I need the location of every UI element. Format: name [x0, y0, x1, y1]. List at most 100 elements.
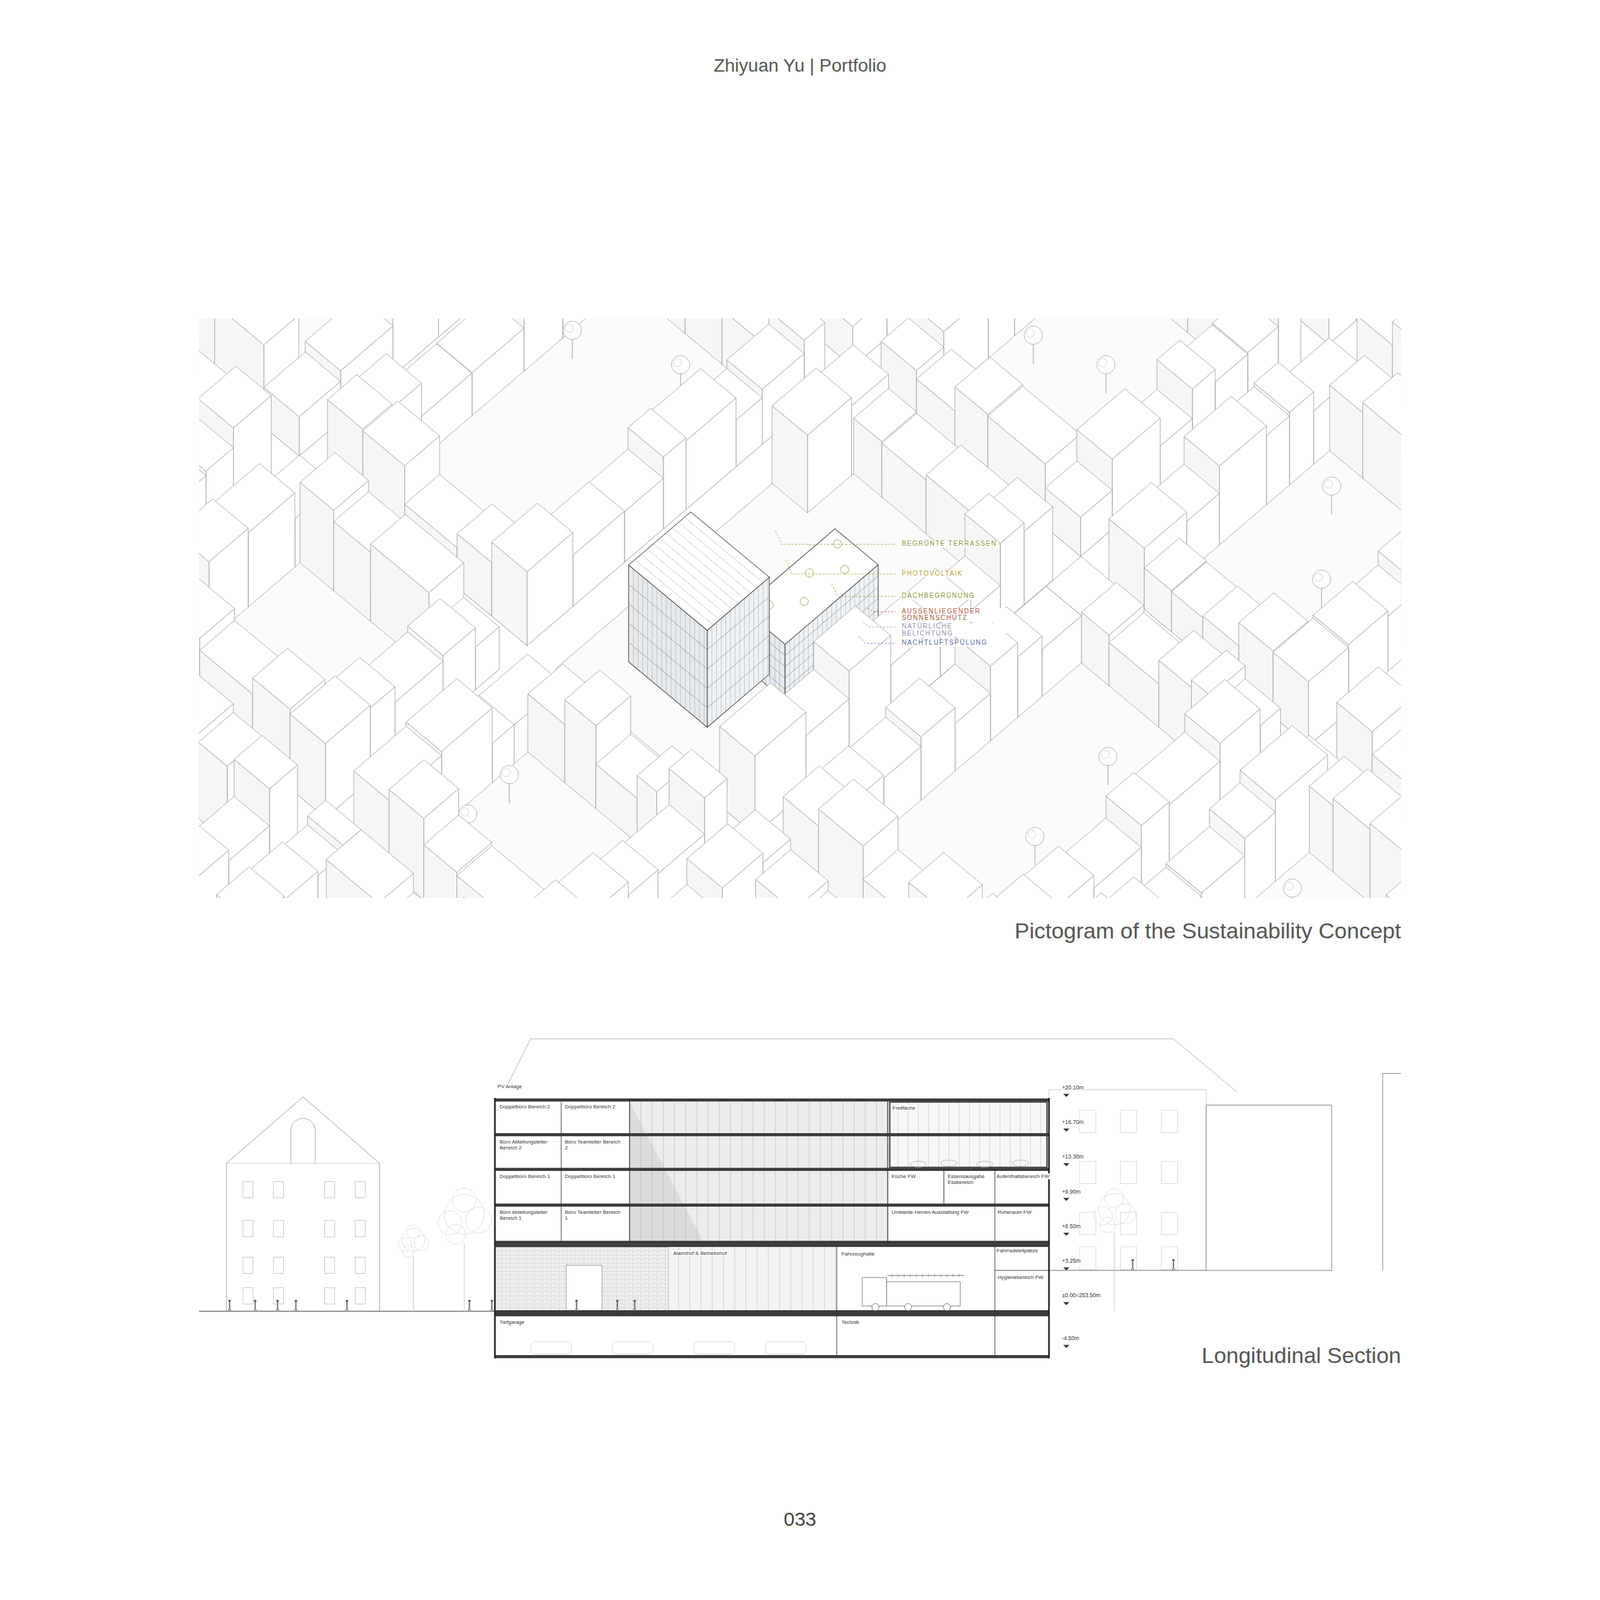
yard-glazing — [668, 1247, 837, 1312]
axonometric-view — [199, 318, 1402, 899]
truck-body — [886, 1281, 961, 1307]
atrium-mullion — [774, 1101, 776, 1243]
building-face — [1183, 396, 1266, 467]
facade-mullion — [694, 619, 695, 717]
person-figure — [1172, 1258, 1175, 1271]
annotation-label: NACHTLUFTSPÜLUNG — [901, 639, 989, 647]
person-legs — [633, 1306, 637, 1311]
ladder-rung — [946, 1273, 948, 1278]
level-marker — [1063, 1344, 1070, 1348]
yard-mullion — [689, 1247, 691, 1312]
room-label: Küche FW — [890, 1173, 917, 1180]
room-label: Büro Abteilungsleiter Bereich 1 — [498, 1209, 560, 1222]
building-face — [370, 514, 464, 593]
facade-window — [1161, 1212, 1178, 1235]
building-face — [669, 749, 728, 799]
tree-crown — [1098, 1193, 1130, 1225]
house-window — [324, 1220, 335, 1237]
level-marker — [1063, 1094, 1070, 1098]
atrium-mullion — [718, 1101, 720, 1243]
yard-mullion — [801, 1247, 803, 1312]
facade-mullion — [812, 620, 814, 677]
room-label: Hygienebereich FW — [996, 1274, 1044, 1281]
roof-greening — [805, 569, 815, 578]
atrium-mullion — [786, 1101, 788, 1243]
city-building — [491, 503, 574, 646]
leader-line — [775, 530, 897, 545]
facade-mullion — [637, 573, 639, 671]
city-building — [947, 893, 1029, 899]
tree — [398, 1224, 430, 1312]
person-head — [276, 1299, 279, 1303]
city-building — [1370, 793, 1402, 899]
tree-trunk — [1331, 492, 1332, 515]
pv-panel-line — [653, 543, 733, 609]
person-head — [490, 1299, 493, 1303]
building-face — [988, 318, 1015, 359]
level-label: +20.10m — [1061, 1084, 1085, 1092]
annotation-label: NATÜRLICHE BELICHTUNG — [901, 623, 1007, 637]
ladder-rung — [909, 1273, 911, 1278]
hatched-wall — [494, 1247, 669, 1312]
atrium-mullion — [876, 1101, 878, 1243]
partition-wall — [560, 1101, 562, 1241]
yard-mullion — [824, 1247, 826, 1312]
person-legs — [468, 1306, 471, 1311]
facade-mullion — [698, 623, 700, 721]
outer-wall — [1048, 1097, 1051, 1359]
tree-crown — [1098, 747, 1117, 766]
section-drawing — [199, 1038, 1402, 1358]
city-building — [649, 884, 723, 899]
person-head — [1172, 1258, 1175, 1262]
facade-mullion — [711, 626, 713, 724]
tree — [500, 765, 519, 803]
city-building — [326, 829, 414, 899]
facade-mullion — [675, 604, 676, 702]
room-label: PV Anlage — [496, 1083, 523, 1090]
block-outline — [1357, 318, 1401, 534]
building-face — [1105, 772, 1169, 826]
room-label: Umkleide Herren Ausstattung FW — [890, 1209, 970, 1216]
city-building — [687, 823, 764, 899]
atrium-glazing — [629, 1101, 888, 1243]
building-face — [491, 503, 574, 572]
atrium-mullion — [685, 1101, 687, 1243]
facade-mullion — [729, 610, 731, 708]
room-label: Technik — [840, 1319, 860, 1326]
partition-wall — [836, 1243, 837, 1356]
tree-crown — [1025, 827, 1044, 846]
tree-trunk — [1105, 370, 1107, 393]
atrium-mullion — [853, 1101, 855, 1243]
house-window — [324, 1181, 335, 1199]
background-facade — [1049, 1090, 1207, 1271]
facade-window — [1120, 1161, 1137, 1184]
yard-mullion — [678, 1247, 680, 1312]
building-face — [1045, 461, 1113, 518]
facade-window — [1161, 1110, 1178, 1133]
tree — [1283, 879, 1302, 899]
level-label: +16.70m — [1061, 1119, 1085, 1126]
facade-mullion — [808, 624, 809, 681]
building-face — [772, 367, 852, 436]
tree-crown — [1024, 326, 1043, 345]
person-legs — [253, 1306, 257, 1311]
level-marker — [1063, 1198, 1070, 1202]
planting — [940, 1160, 958, 1167]
atrium-mullion — [842, 1101, 844, 1243]
floor-slab — [494, 1243, 1050, 1248]
tree-crown — [1314, 573, 1323, 582]
city-building — [429, 897, 491, 899]
building-face — [1060, 892, 1137, 899]
roof-greening — [840, 565, 850, 574]
floor-slab — [494, 1098, 1050, 1102]
parked-car — [765, 1342, 807, 1355]
city-building — [1045, 461, 1113, 557]
building-face — [289, 675, 370, 744]
ladder-rung — [922, 1273, 923, 1278]
building-face — [326, 829, 414, 899]
truck-cab — [862, 1277, 887, 1307]
tree-trunk — [1114, 1231, 1115, 1311]
atrium-mullion — [707, 1101, 709, 1243]
room-label: Fahrradstellplätze — [995, 1247, 1039, 1254]
level-label: ±0.00=253.50m — [1061, 1292, 1102, 1300]
